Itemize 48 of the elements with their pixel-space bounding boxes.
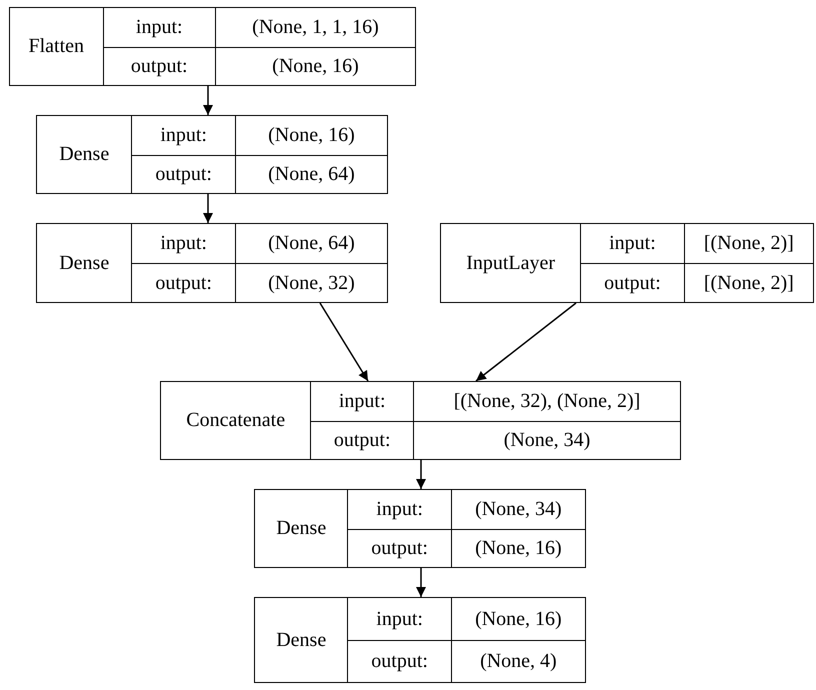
- shape-value: [(None, 2)]: [684, 263, 813, 302]
- shape-value: (None, 64): [234, 154, 387, 193]
- shape-value: (None, 34): [413, 420, 680, 459]
- port-label: input:: [347, 490, 451, 528]
- port-label: output:: [102, 46, 215, 85]
- shape-value: (None, 16): [234, 116, 387, 154]
- arrow: [416, 460, 426, 489]
- shape-value: (None, 4): [450, 640, 585, 682]
- layer-box: [254, 597, 586, 683]
- arrow: [203, 194, 213, 223]
- layer-box: [36, 223, 388, 303]
- port-label: input:: [580, 224, 684, 263]
- layer-box: [9, 7, 416, 86]
- port-label: output:: [580, 263, 684, 302]
- port-label: input:: [310, 382, 414, 420]
- port-label: output:: [347, 640, 451, 682]
- port-label: input:: [102, 8, 215, 46]
- layer-name: Dense: [58, 142, 110, 167]
- layer-name: InputLayer: [465, 250, 556, 276]
- layer-name: Dense: [58, 250, 110, 276]
- shape-value: (None, 1, 1, 16): [214, 8, 415, 46]
- port-label: output:: [131, 154, 235, 193]
- layer-name: Dense: [275, 516, 328, 541]
- arrow: [203, 86, 213, 115]
- layer-box: [254, 489, 586, 568]
- layer-box: [36, 115, 388, 194]
- layer-name: Flatten: [27, 34, 86, 59]
- arrow: [476, 302, 576, 382]
- port-label: output:: [347, 528, 451, 567]
- arrow: [319, 302, 369, 382]
- port-label: output:: [310, 420, 414, 459]
- port-label: input:: [347, 598, 451, 640]
- layer-box: [160, 381, 681, 460]
- shape-value: (None, 34): [450, 490, 585, 528]
- shape-value: [(None, 2)]: [684, 224, 813, 263]
- layer-name: Dense: [275, 628, 328, 652]
- shape-value: (None, 16): [450, 598, 585, 640]
- shape-value: (None, 64): [234, 224, 387, 263]
- port-label: input:: [131, 116, 235, 154]
- layer-name: Concatenate: [185, 408, 286, 433]
- shape-value: (None, 32): [234, 263, 387, 302]
- port-label: input:: [131, 224, 235, 263]
- shape-value: (None, 16): [450, 528, 585, 567]
- arrow: [416, 568, 426, 597]
- shape-value: (None, 16): [214, 46, 415, 85]
- layer-box: [440, 223, 814, 303]
- shape-value: [(None, 32), (None, 2)]: [413, 382, 680, 420]
- port-label: output:: [131, 263, 235, 302]
